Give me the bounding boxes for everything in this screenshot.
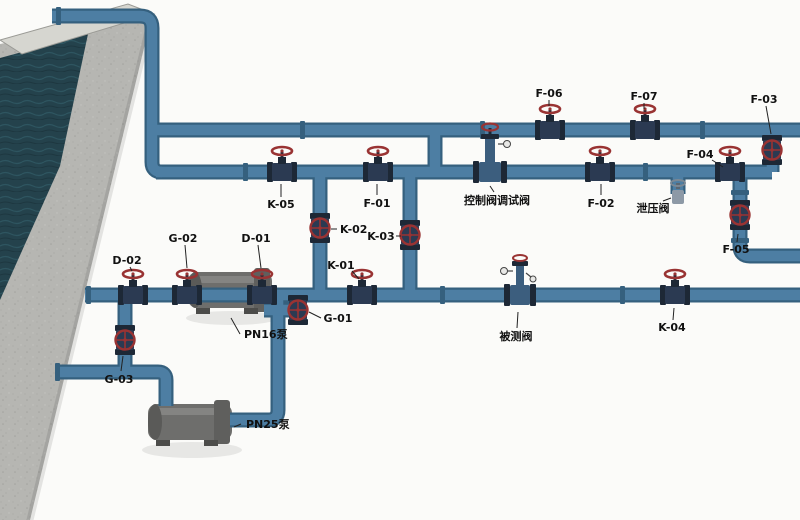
valve-f02 [583, 145, 617, 184]
valve-k01 [345, 268, 379, 307]
label-d02: D-02 [112, 254, 141, 267]
label-k03: K-03 [367, 230, 394, 243]
valve-f05 [728, 198, 752, 232]
label-k02: K-02 [340, 223, 367, 236]
label-d01: D-01 [241, 232, 270, 245]
valve-g02 [170, 268, 204, 307]
pump-pn25 [148, 400, 232, 446]
label-f07: F-07 [630, 90, 657, 103]
valve-k04 [658, 268, 692, 307]
valve-f07 [628, 103, 662, 142]
label-g02: G-02 [169, 232, 198, 245]
label-relief-valve: 泄压阀 [637, 201, 670, 215]
label-pump-pn25: PN25泵 [246, 418, 290, 431]
valve-g01 [286, 293, 310, 327]
valve-k02 [308, 211, 332, 245]
wall-floor-shadow [26, 14, 156, 520]
label-f03: F-03 [750, 93, 777, 106]
valve-k05 [265, 145, 299, 184]
valve-d01 [245, 268, 279, 307]
leader-lines [120, 100, 772, 428]
label-k05: K-05 [267, 198, 294, 211]
valve-f03 [760, 133, 784, 167]
label-g01: G-01 [324, 312, 353, 325]
label-f01: F-01 [363, 197, 390, 210]
label-k01: K-01 [327, 259, 354, 272]
label-f04: F-04 [686, 148, 713, 161]
valve-d02 [116, 268, 150, 307]
label-g03: G-03 [105, 373, 134, 386]
label-f02: F-02 [587, 197, 614, 210]
label-pump-pn16: PN16泵 [244, 328, 288, 341]
label-control-valve: 控制阀调试阀 [464, 193, 530, 207]
water [0, 34, 88, 300]
label-f05: F-05 [722, 243, 749, 256]
valve-g03 [113, 323, 137, 357]
labels: K-05 F-01 控制阀调试阀 F-02 泄压阀 F-04 F-06 F-07… [105, 87, 778, 431]
label-f06: F-06 [535, 87, 562, 100]
tank [0, 3, 156, 520]
valve-k03 [398, 218, 422, 252]
pipe-flanges [55, 7, 749, 381]
label-test-valve: 被测阀 [500, 329, 533, 343]
pump-pn25-shadow [142, 442, 242, 458]
label-k04: K-04 [658, 321, 686, 334]
valve-f01 [361, 145, 395, 184]
pump-pn16-shadow [186, 311, 278, 325]
valve-f06 [533, 103, 567, 142]
